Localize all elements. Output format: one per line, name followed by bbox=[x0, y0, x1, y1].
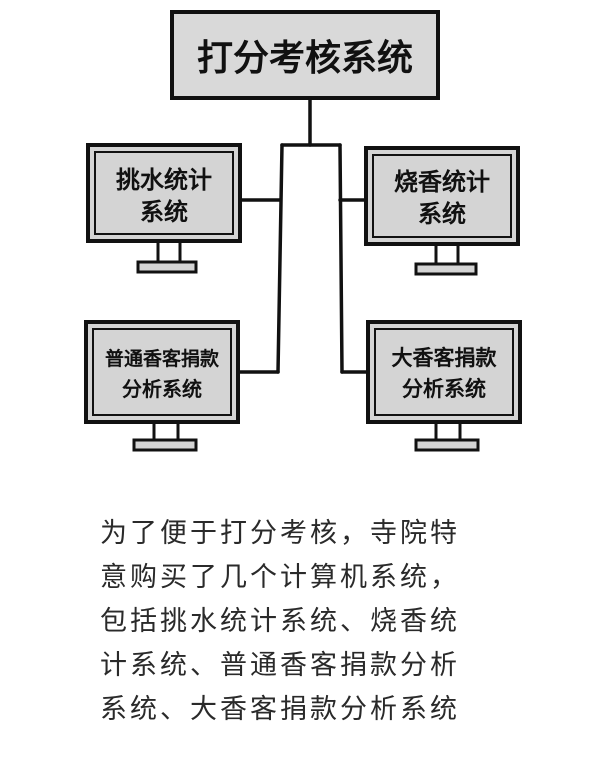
root-system-title: 打分考核系统 bbox=[197, 38, 413, 79]
caption-line: 意购买了几个计算机系统， bbox=[100, 562, 460, 593]
monitor-water-stats-label-2: 系统 bbox=[140, 198, 188, 226]
monitor-big-donation: 大香客捐款 分析系统 bbox=[366, 320, 522, 452]
monitor-incense-stats-label-2: 系统 bbox=[418, 200, 466, 228]
monitor-incense-stats-label-1: 烧香统计 bbox=[394, 168, 490, 196]
monitor-water-stats: 挑水统计 系统 bbox=[86, 143, 242, 274]
connector-lines bbox=[236, 96, 372, 374]
monitor-incense-stats: 烧香统计 系统 bbox=[364, 146, 520, 276]
caption-line: 系统、大香客捐款分析系统 bbox=[100, 694, 460, 725]
monitor-big-donation-label-2: 分析系统 bbox=[402, 377, 486, 401]
root-system-box: 打分考核系统 bbox=[170, 10, 440, 100]
caption-line: 包括挑水统计系统、烧香统 bbox=[100, 606, 460, 637]
caption-paragraph: 为了便于打分考核，寺院特 意购买了几个计算机系统， 包括挑水统计系统、烧香统 计… bbox=[100, 512, 560, 732]
caption-line: 计系统、普通香客捐款分析 bbox=[100, 650, 460, 681]
monitor-common-donation-label-2: 分析系统 bbox=[122, 377, 202, 401]
monitor-big-donation-label-1: 大香客捐款 bbox=[392, 346, 498, 370]
monitor-water-stats-label-1: 挑水统计 bbox=[116, 166, 212, 194]
monitor-common-donation: 普通香客捐款 分析系统 bbox=[84, 320, 240, 452]
monitor-common-donation-label-1: 普通香客捐款 bbox=[105, 347, 220, 370]
caption-line: 为了便于打分考核，寺院特 bbox=[100, 518, 460, 549]
system-diagram: 打分考核系统 挑水统计 系统 烧香统计 系统 普通香客捐款 分析系统 bbox=[84, 10, 522, 452]
